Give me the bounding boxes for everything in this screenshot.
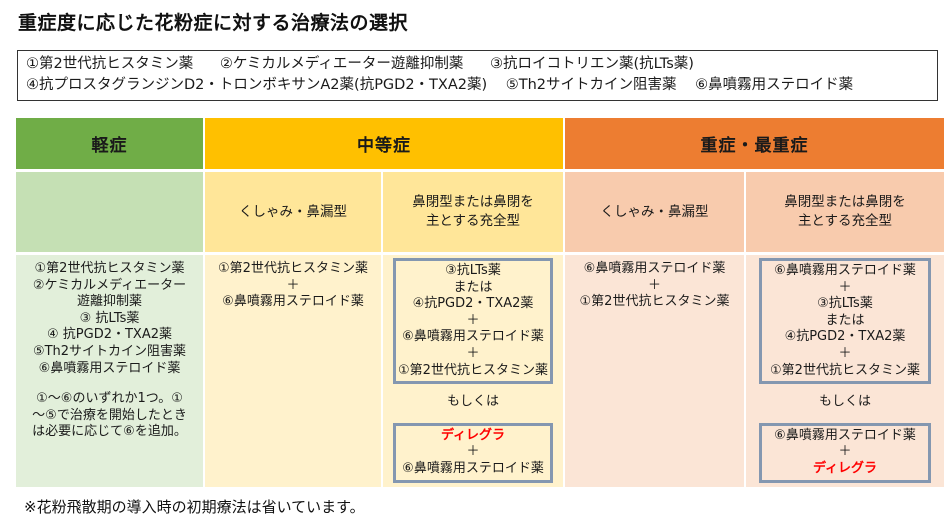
body-severe-block: ⑥鼻噴霧用ステロイド薬 ＋ ③抗LTs薬 または ④抗PGD2・TXA2薬 ＋ … [746,255,944,487]
header-mild-label: 軽症 [91,136,128,156]
subheader-moderate-sneeze: くしゃみ・鼻漏型 [205,172,381,252]
regimen-box-1: ⑥鼻噴霧用ステロイド薬 ＋ ③抗LTs薬 または ④抗PGD2・TXA2薬 ＋ … [759,258,931,385]
drug-line: ③ 抗LTs薬 [79,310,140,326]
legend-item: ④抗プロスタグランジンD2・トロンボキサンA2薬(抗PGD2・TXA2薬) [26,77,488,93]
drug-line: ③抗LTs薬 [445,263,501,278]
header-moderate-label: 中等症 [357,136,411,156]
plus-sign: ＋ [466,345,480,361]
plus-sign: ＋ [838,345,852,361]
drug-line: ④ 抗PGD2・TXA2薬 [47,327,172,343]
plus-sign: ＋ [647,277,661,293]
regimen-box-1: ③抗LTs薬 または ④抗PGD2・TXA2薬 ＋ ⑥鼻噴霧用ステロイド薬 ＋ … [393,258,553,385]
legend-item: ①第2世代抗ヒスタミン薬 [26,56,194,72]
drug-line: ⑤Th2サイトカイン阻害薬 [32,343,187,359]
regimen-box-2: ディレグラ ＋ ⑥鼻噴霧用ステロイド薬 [393,422,553,483]
drug-highlight: ディレグラ [440,427,506,443]
regimen-box-2: ⑥鼻噴霧用ステロイド薬 ＋ ディレグラ [759,422,931,483]
plus-sign: ＋ [286,277,300,293]
subheader-moderate-block: 鼻閉型または鼻閉を 主とする充全型 [383,172,563,252]
plus-sign: ＋ [838,279,852,295]
drug-legend: ①第2世代抗ヒスタミン薬 ②ケミカルメディエーター遊離抑制薬 ③抗ロイコトリエン… [17,50,938,101]
header-severe-label: 重症・最重症 [700,136,809,156]
drug-line: ①第2世代抗ヒスタミン薬 [770,362,920,378]
plus-sign: ＋ [466,444,480,460]
subheader-severe-sneeze: くしゃみ・鼻漏型 [565,172,744,252]
legend-row-2: ④抗プロスタグランジンD2・トロンボキサンA2薬(抗PGD2・TXA2薬) ⑤T… [26,75,929,96]
header-moderate: 中等症 [205,118,563,169]
legend-row-1: ①第2世代抗ヒスタミン薬 ②ケミカルメディエーター遊離抑制薬 ③抗ロイコトリエン… [26,54,929,75]
legend-item: ③抗ロイコトリエン薬(抗LTs薬) [490,56,694,72]
page-title: 重症度に応じた花粉症に対する治療法の選択 [18,12,409,34]
body-moderate-sneeze: ①第2世代抗ヒスタミン薬 ＋ ⑥鼻噴霧用ステロイド薬 [205,255,381,487]
drug-line: ⑥鼻噴霧用ステロイド薬 [38,360,181,376]
note-line: は必要に応じて⑥を追加。 [32,424,187,440]
alternative-text: もしくは [818,394,871,410]
legend-item: ②ケミカルメディエーター遊離抑制薬 [219,56,464,72]
note-line: ①～⑥のいずれか1つ。① [36,391,183,407]
body-moderate-block: ③抗LTs薬 または ④抗PGD2・TXA2薬 ＋ ⑥鼻噴霧用ステロイド薬 ＋ … [383,255,563,487]
plus-sign: ＋ [466,312,480,328]
drug-line: ⑥鼻噴霧用ステロイド薬 [583,261,726,276]
body-mild: ①第2世代抗ヒスタミン薬 ②ケミカルメディエーター 遊離抑制薬 ③ 抗LTs薬 … [16,255,203,487]
plus-sign: ＋ [838,444,852,460]
drug-line: ⑥鼻噴霧用ステロイド薬 [774,263,916,278]
drug-line: ①第2世代抗ヒスタミン薬 [398,362,548,378]
drug-line: ②ケミカルメディエーター [32,277,187,293]
drug-line: ①第2世代抗ヒスタミン薬 [218,261,368,276]
footnote: ※花粉飛散期の導入時の初期療法は省いています。 [24,498,365,516]
drug-line: ⑥鼻噴霧用ステロイド薬 [774,427,916,443]
subheader-severe-block: 鼻閉型または鼻閉を 主とする充全型 [746,172,944,252]
drug-line: ③抗LTs薬 [817,296,873,312]
subheader-line: 主とする充全型 [797,213,893,229]
drug-line: ⑥鼻噴霧用ステロイド薬 [402,460,544,476]
drug-line: ⑥鼻噴霧用ステロイド薬 [402,329,544,345]
subheader-mild [16,172,203,252]
body-severe-sneeze: ⑥鼻噴霧用ステロイド薬 ＋ ①第2世代抗ヒスタミン薬 [565,255,744,487]
drug-line: ④抗PGD2・TXA2薬 [412,296,534,312]
drug-highlight: ディレグラ [812,460,878,476]
header-mild: 軽症 [16,118,203,169]
subheader-line: 鼻閉型または鼻閉を [412,194,534,210]
drug-line: 遊離抑制薬 [76,294,142,310]
subheader-line: 鼻閉型または鼻閉を [784,194,906,210]
alternative-text: もしくは [446,394,499,410]
note-line: ～⑤で治療を開始したとき [32,407,187,423]
legend-item: ⑤Th2サイトカイン阻害薬 [505,77,677,93]
drug-line: ①第2世代抗ヒスタミン薬 [34,261,185,276]
drug-line: ⑥鼻噴霧用ステロイド薬 [222,294,364,310]
or-text: または [453,279,493,295]
drug-line: ④抗PGD2・TXA2薬 [784,329,906,345]
legend-item: ⑥鼻噴霧用ステロイド薬 [695,77,854,93]
drug-line: ①第2世代抗ヒスタミン薬 [579,294,730,310]
or-text: または [825,312,865,328]
header-severe: 重症・最重症 [565,118,944,169]
subheader-line: 主とする充全型 [425,213,521,229]
